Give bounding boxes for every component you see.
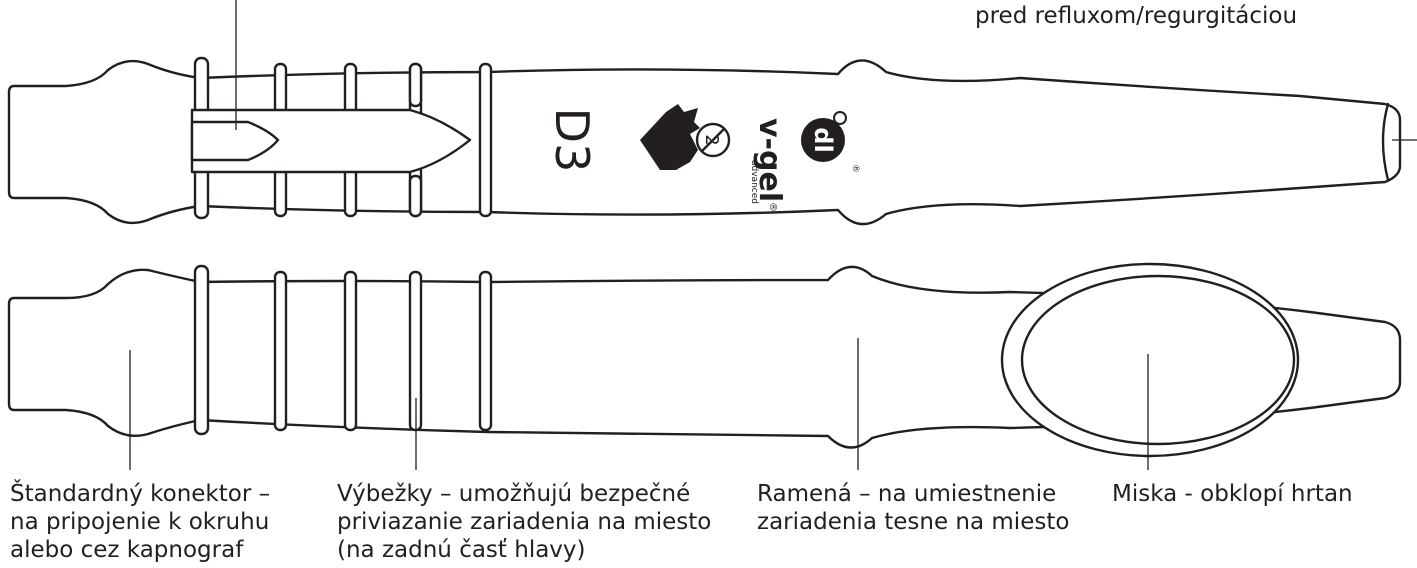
top-ring-5 — [478, 62, 493, 218]
top-ring-4-front — [408, 62, 423, 108]
brand-suffix-text: advanced — [749, 160, 759, 204]
top-ring-4-front-b — [408, 174, 423, 218]
brand-registered-mark: ® — [767, 202, 778, 212]
tabs-label: Výbežky – umožňujú bezpečné priviazanie … — [337, 481, 712, 563]
bottom-body — [198, 265, 1402, 449]
reflux-channel — [190, 108, 472, 174]
single-use-icon: 2 — [695, 122, 731, 158]
shoulders-label: Ramená – na umiestnenie zariadenia tesne… — [757, 481, 1070, 535]
svg-text:®: ® — [850, 164, 860, 173]
cup-label: Miska - obklopí hrtan — [1112, 481, 1353, 507]
size-code-text: D3 — [545, 108, 599, 173]
top-tip — [1381, 102, 1390, 182]
bottom-ring-5 — [478, 270, 493, 432]
svg-text:2: 2 — [701, 134, 722, 145]
bottom-connector — [7, 268, 202, 437]
top-body — [198, 59, 1402, 226]
dog-head-icon — [640, 104, 700, 170]
brand-text: v-gel — [752, 118, 787, 202]
device-bottom-view — [7, 262, 1402, 458]
top-connector — [7, 59, 202, 225]
docsinnovent-logo: dl ® — [801, 111, 860, 173]
cup-outer — [1000, 262, 1300, 458]
device-top-view: D3 2 v-gel advanced ® dl ® — [7, 56, 1402, 226]
bottom-ring-2 — [273, 270, 288, 432]
bottom-ring-1 — [193, 264, 210, 436]
reflux-channel-inner — [190, 120, 280, 162]
svg-text:dl: dl — [809, 127, 837, 152]
reflux-label: pred refluxom/regurgitáciou — [975, 3, 1298, 29]
cup-inner — [1020, 274, 1296, 446]
connector-label: Štandardný konektor – na pripojenie k ok… — [10, 481, 271, 563]
bottom-ring-3 — [343, 270, 358, 432]
